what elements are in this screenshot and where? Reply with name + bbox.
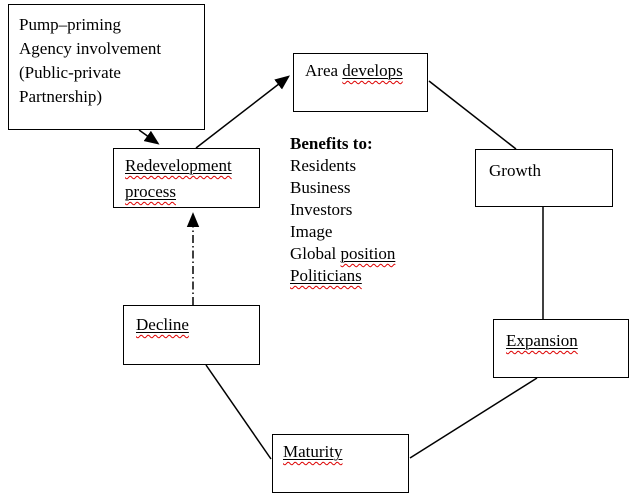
node-area-develops: Area develops: [293, 53, 428, 112]
benefit-item-business: Business: [290, 178, 351, 197]
benefits-title: Benefits to:: [290, 134, 373, 153]
connector-pump-to-redevelopment: [138, 129, 160, 145]
pump-line-4: Partnership): [19, 87, 103, 106]
connector-expansion-to-maturity: [409, 377, 538, 459]
node-pump-priming: Pump–priming Agency involvement (Public-…: [8, 4, 205, 130]
node-maturity: Maturity: [272, 434, 409, 493]
node-growth: Growth: [475, 149, 613, 207]
connector-redevelopment-to-area-develops: [195, 75, 290, 149]
area-develops-prefix: Area: [305, 61, 343, 80]
benefits-list: Benefits to: Residents Business Investor…: [290, 133, 450, 287]
redevelopment-word: Redevelopment: [125, 156, 232, 175]
pump-line-1: Pump–priming: [19, 15, 122, 34]
benefit-item-image: Image: [290, 222, 333, 241]
process-word: process: [125, 182, 176, 201]
node-decline: Decline: [123, 305, 260, 365]
maturity-label: Maturity: [283, 442, 343, 461]
pump-line-3: (Public-private: [19, 63, 121, 82]
node-redevelopment-process: Redevelopment process: [113, 148, 260, 208]
pump-line-2: Agency involvement: [19, 39, 162, 58]
benefit-item-investors: Investors: [290, 200, 353, 219]
benefit-item-global-position: Global position: [290, 244, 396, 263]
area-develops-underlined: develops: [342, 61, 403, 80]
expansion-label: Expansion: [506, 331, 578, 350]
growth-label: Growth: [489, 161, 541, 180]
connector-area-develops-to-growth: [428, 80, 517, 150]
connector-decline-to-maturity: [205, 364, 272, 460]
benefit-item-residents: Residents: [290, 156, 357, 175]
benefit-item-politicians: Politicians: [290, 266, 362, 285]
node-expansion: Expansion: [493, 319, 629, 378]
decline-label: Decline: [136, 315, 189, 334]
